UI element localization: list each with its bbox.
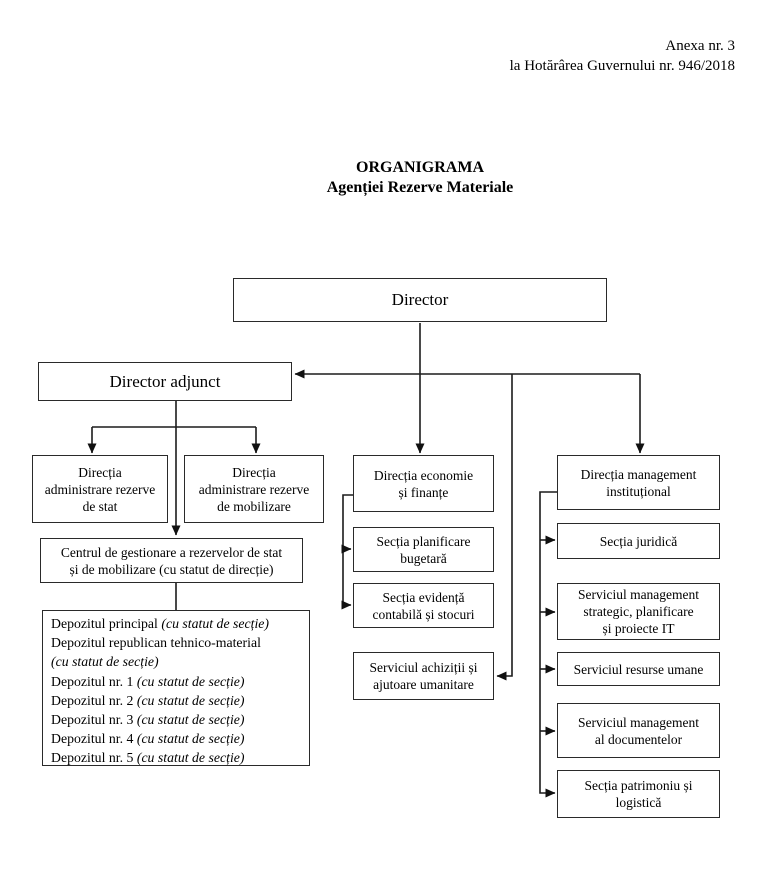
depot-item: Depozitul nr. 2 (cu statut de secție): [51, 692, 245, 708]
node-depozite-list: Depozitul principal (cu statut de secție…: [42, 610, 310, 766]
depot-item: Depozitul nr. 1 (cu statut de secție): [51, 673, 245, 689]
node-sectia-evidenta-contabila: Secția evidență contabilă și stocuri: [353, 583, 494, 628]
node-directia-administrare-rezerve-mobilizare: Direcția administrare rezerve de mobiliz…: [184, 455, 324, 523]
node-sectia-juridica: Secția juridică: [557, 523, 720, 559]
node-serviciul-resurse-umane: Serviciul resurse umane: [557, 652, 720, 686]
depot-item: Depozitul principal (cu statut de secție…: [51, 616, 270, 631]
chart-title: ORGANIGRAMA Agenției Rezerve Materiale: [160, 158, 680, 198]
chart-title-line2: Agenției Rezerve Materiale: [326, 179, 514, 196]
node-serviciul-management-documente: Serviciul management al documentelor: [557, 703, 720, 758]
node-sectia-patrimoniu-logistica: Secția patrimoniu și logistică: [557, 770, 720, 818]
annex-line1: Anexa nr. 3: [665, 38, 735, 54]
node-serviciul-management-strategic: Serviciul management strategic, planific…: [557, 583, 720, 640]
depot-item: Depozitul nr. 4 (cu statut de secție): [51, 731, 245, 747]
depot-item: Depozitul nr. 3 (cu statut de secție): [51, 712, 245, 728]
depot-item: Depozitul nr. 5 (cu statut de secție): [51, 750, 245, 766]
annex-line2: la Hotărârea Guvernului nr. 946/2018: [509, 58, 735, 74]
node-directia-economie-finante: Direcția economie și finanțe: [353, 455, 494, 512]
node-directia-management-institutional: Direcția management instituțional: [557, 455, 720, 510]
node-serviciul-achizitii: Serviciul achiziții și ajutoare umanitar…: [353, 652, 494, 700]
chart-title-line1: ORGANIGRAMA: [356, 159, 484, 176]
node-director: Director: [233, 278, 607, 322]
node-director-adjunct: Director adjunct: [38, 362, 292, 401]
node-directia-administrare-rezerve-stat: Direcția administrare rezerve de stat: [32, 455, 168, 523]
depot-item: Depozitul republican tehnico-material (c…: [51, 635, 261, 670]
annex-reference: Anexa nr. 3 la Hotărârea Guvernului nr. …: [510, 36, 735, 76]
node-centrul-gestionare: Centrul de gestionare a rezervelor de st…: [40, 538, 303, 583]
node-sectia-planificare-bugetara: Secția planificare bugetară: [353, 527, 494, 572]
